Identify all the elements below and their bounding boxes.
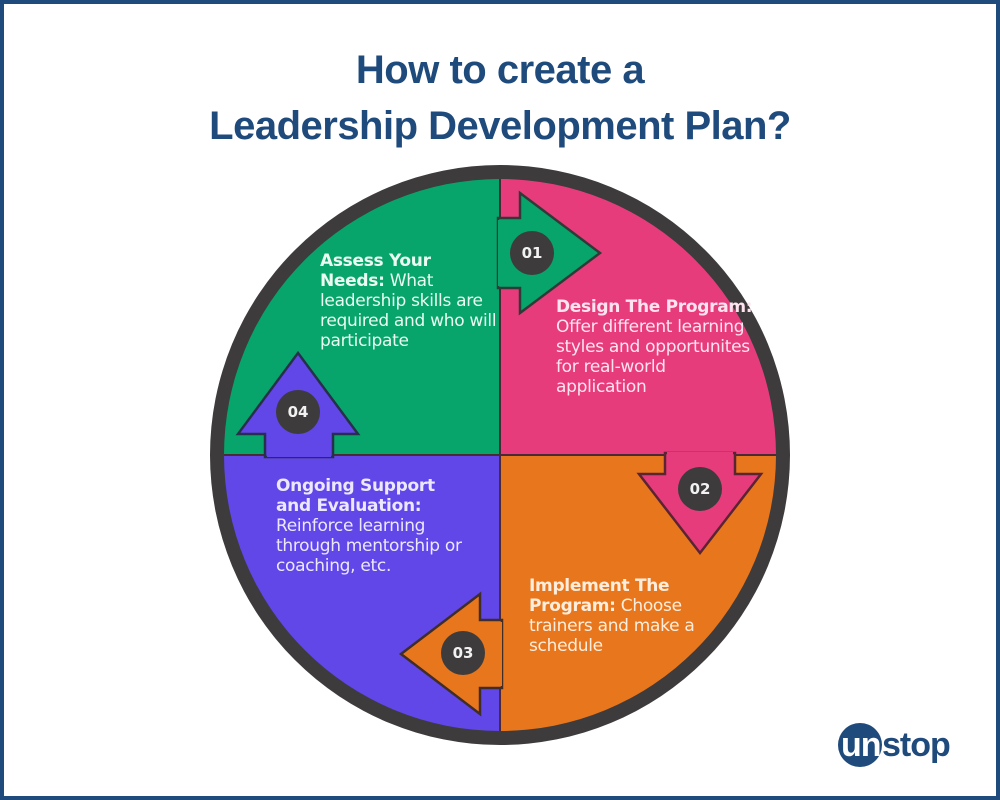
- unstop-logo: un stop: [838, 723, 951, 767]
- step-2-text: Design The Program: Offer different lear…: [556, 297, 756, 397]
- logo-text-stop: stop: [882, 726, 951, 764]
- logo-circle-icon: un: [838, 723, 882, 767]
- page-title: How to create a Leadership Development P…: [0, 42, 1000, 154]
- step-3-heading: Implement The Program:: [529, 576, 670, 616]
- step-badge-01: 01: [510, 231, 554, 275]
- step-2-heading: Design The Program:: [556, 297, 753, 317]
- step-4-heading: Ongoing Support and Evaluation:: [276, 476, 435, 516]
- step-2-description: Offer different learning styles and oppo…: [556, 317, 750, 397]
- step-badge-02: 02: [678, 467, 722, 511]
- step-4-text: Ongoing Support and Evaluation: Reinforc…: [276, 476, 466, 576]
- step-3-text: Implement The Program: Choose trainers a…: [529, 576, 709, 656]
- step-4-description: Reinforce learning through mentorship or…: [276, 516, 462, 576]
- step-badge-03: 03: [441, 631, 485, 675]
- step-1-text: Assess Your Needs: What leadership skill…: [320, 251, 500, 351]
- step-1-description: What leadership skills are required and …: [320, 271, 497, 351]
- step-1-heading: Assess Your Needs:: [320, 251, 431, 291]
- logo-text-un: un: [841, 726, 882, 764]
- title-line-2: Leadership Development Plan?: [209, 104, 791, 148]
- title-line-1: How to create a: [355, 48, 645, 92]
- step-3-description: Choose trainers and make a schedule: [529, 596, 695, 656]
- step-badge-04: 04: [276, 390, 320, 434]
